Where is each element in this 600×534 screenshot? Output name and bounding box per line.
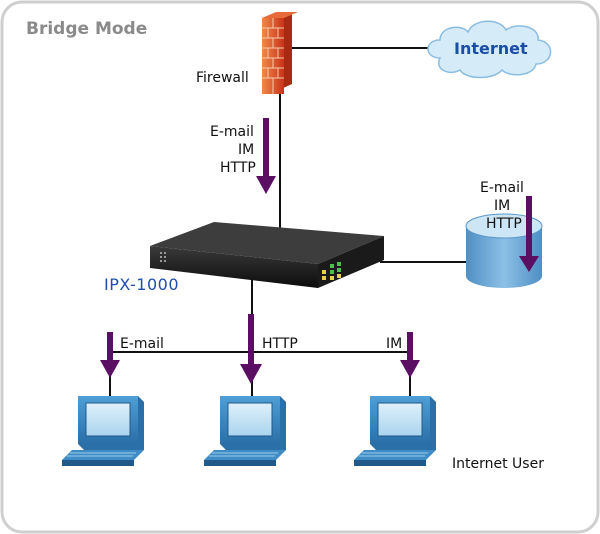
- down-arrow-firewall: [256, 118, 276, 194]
- diagram-title: Bridge Mode: [26, 19, 147, 39]
- internet-user-label: Internet User: [452, 456, 544, 472]
- down-arrow-right-user: [400, 332, 420, 378]
- storage-flow-im: IM: [494, 198, 510, 214]
- computer-icon-middle: [204, 396, 286, 466]
- firewall-icon: [262, 12, 298, 94]
- computer-icon-left: [62, 396, 144, 466]
- storage-flow-email: E-mail: [480, 180, 524, 196]
- down-arrow-storage: [519, 196, 539, 272]
- ipx-1000-device-icon: [150, 222, 384, 288]
- device-label: IPX-1000: [104, 275, 179, 294]
- internet-cloud-icon: [427, 20, 552, 79]
- firewall-label: Firewall: [196, 70, 249, 86]
- storage-cylinder-icon: [465, 213, 543, 288]
- firewall-flow-http: HTTP: [220, 160, 256, 176]
- firewall-flow-email: E-mail: [210, 124, 254, 140]
- left-user-flow-label: E-mail: [120, 336, 164, 352]
- down-arrow-mid-user: [240, 314, 262, 384]
- mid-user-flow-label: HTTP: [262, 336, 298, 352]
- firewall-flow-im: IM: [238, 142, 254, 158]
- storage-flow-http: HTTP: [486, 216, 522, 232]
- internet-label: Internet: [454, 39, 528, 58]
- down-arrow-left-user: [100, 332, 120, 378]
- right-user-flow-label: IM: [386, 336, 402, 352]
- computer-icon-right: [354, 396, 436, 466]
